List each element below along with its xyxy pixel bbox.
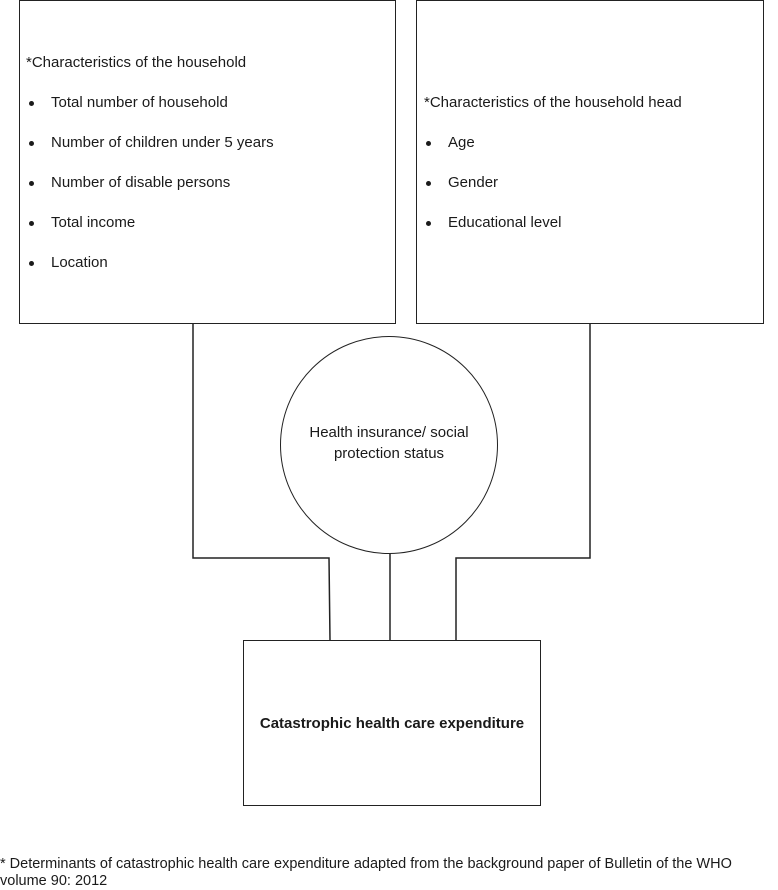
bullet-icon: [29, 221, 34, 226]
bullet-icon: [29, 181, 34, 186]
household-head-list: Age Gender Educational level: [426, 134, 562, 254]
list-item-label: Educational level: [448, 214, 562, 231]
list-item: Number of children under 5 years: [29, 134, 274, 174]
list-item-label: Number of disable persons: [51, 174, 231, 191]
household-characteristics-box: *Characteristics of the household Total …: [19, 0, 396, 324]
insurance-status-label: Health insurance/ social protection stat…: [299, 422, 479, 464]
list-item: Total number of household: [29, 94, 274, 134]
list-item-label: Total income: [51, 214, 136, 231]
footnote-line1: * Determinants of catastrophic health ca…: [0, 856, 732, 872]
insurance-status-line2: protection status: [333, 445, 445, 462]
list-item: Total income: [29, 214, 274, 254]
list-item-label: Age: [448, 134, 475, 151]
household-heading: *Characteristics of the household: [26, 54, 247, 71]
list-item-label: Total number of household: [51, 94, 228, 111]
household-list: Total number of household Number of chil…: [29, 94, 274, 294]
list-item-label: Gender: [448, 174, 499, 191]
list-item-label: Location: [51, 254, 108, 271]
list-item: Gender: [426, 174, 561, 214]
footnote-line2: volume 90: 2012: [0, 873, 108, 889]
bullet-icon: [29, 141, 34, 146]
insurance-status-circle: Health insurance/ social protection stat…: [280, 336, 498, 554]
list-item: Number of disable persons: [29, 174, 274, 214]
footnote: * Determinants of catastrophic health ca…: [0, 856, 778, 890]
bullet-icon: [426, 221, 431, 226]
household-head-characteristics-box: *Characteristics of the household head A…: [416, 0, 764, 324]
household-head-heading: *Characteristics of the household head: [424, 94, 682, 111]
bullet-icon: [29, 101, 34, 106]
list-item-label: Number of children under 5 years: [51, 134, 274, 151]
insurance-status-line1: Health insurance/ social: [309, 424, 469, 441]
list-item: Location: [29, 254, 274, 294]
catastrophic-expenditure-box: Catastrophic health care expenditure: [243, 640, 541, 806]
bullet-icon: [426, 141, 431, 146]
list-item: Educational level: [426, 214, 562, 254]
list-item: Age: [426, 134, 561, 174]
bullet-icon: [426, 181, 431, 186]
bullet-icon: [29, 261, 34, 266]
catastrophic-expenditure-label: Catastrophic health care expenditure: [259, 715, 525, 732]
